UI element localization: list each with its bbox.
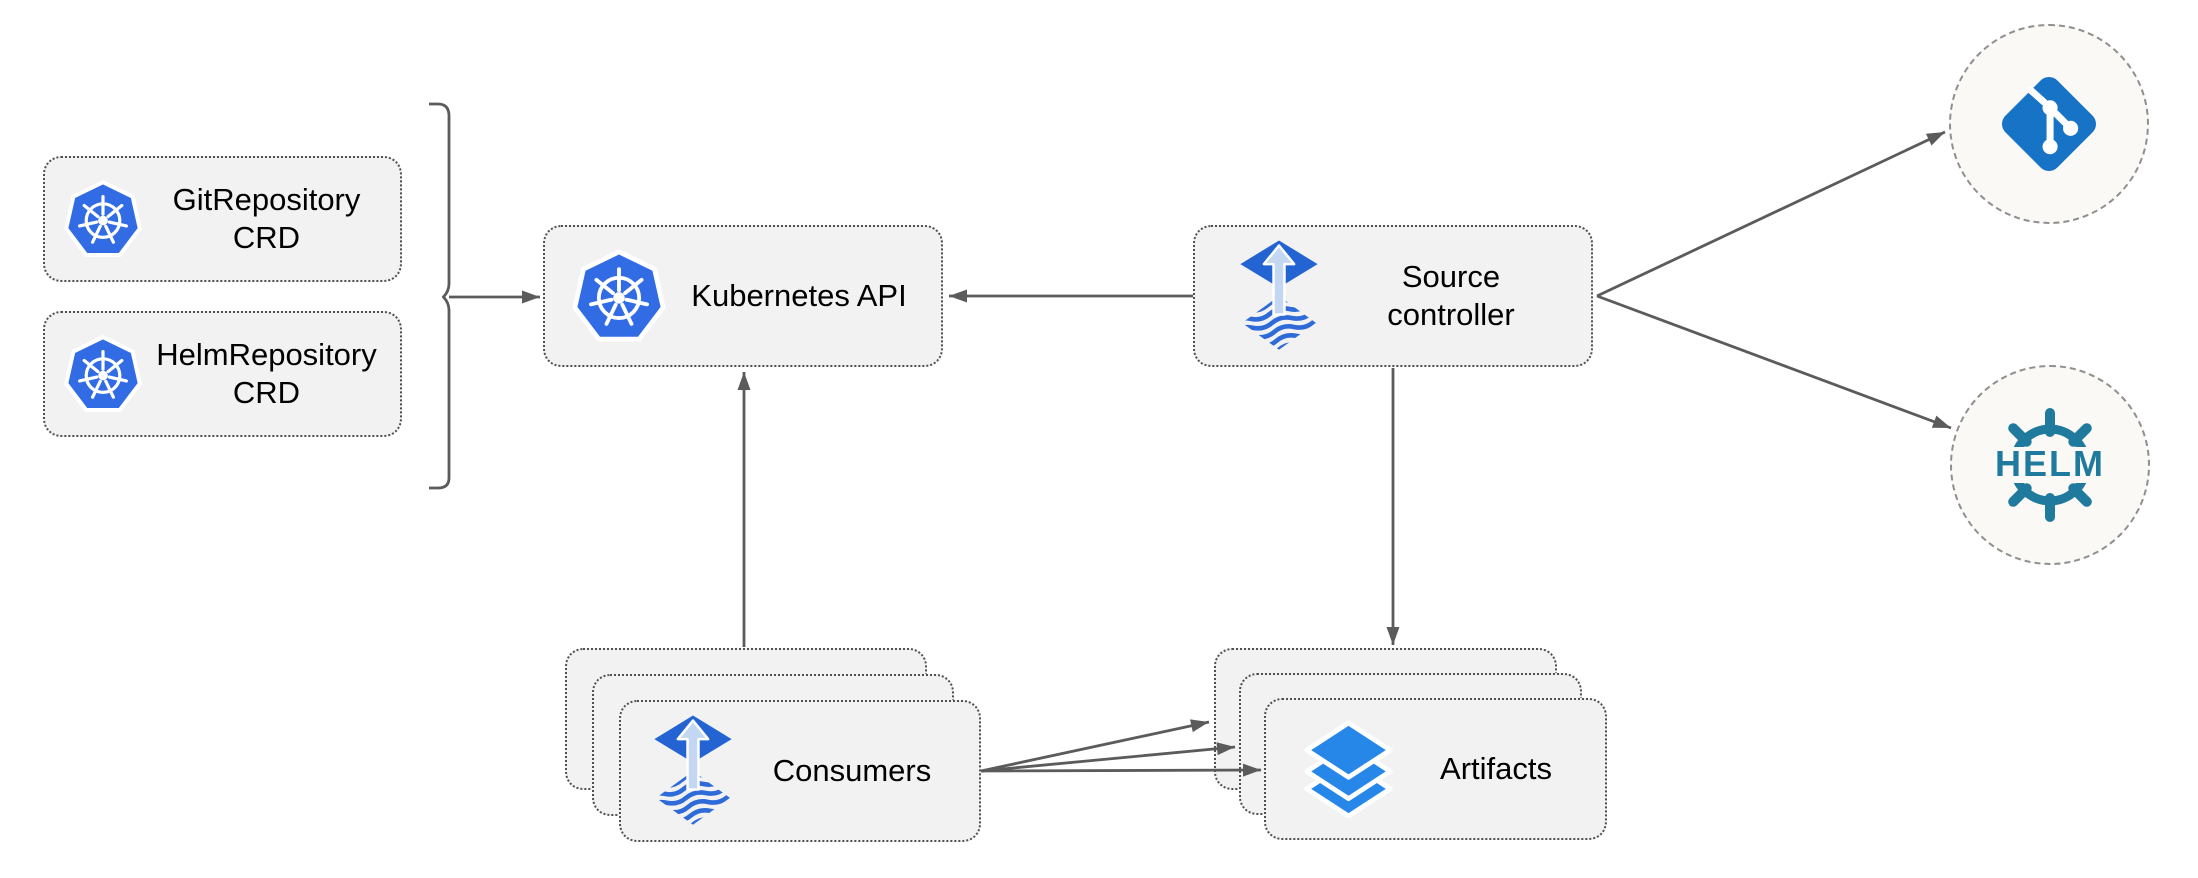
label-line: controller [1387,297,1515,332]
node-label: Source controller [1321,258,1591,334]
node-source-controller: Source controller [1193,225,1593,367]
node-helmrepository-crd: HelmRepository CRD [43,311,402,437]
node-kubernetes-api: Kubernetes API [543,225,943,367]
node-label: Consumers [735,752,979,790]
edge-consumers-to-artifacts-2 [980,742,1236,773]
node-label: GitRepository CRD [143,181,400,257]
label-line: HelmRepository [156,337,377,372]
node-consumers: Consumers [619,700,981,842]
crd-group-brace [429,102,451,490]
edge-source-to-helm [1596,294,1952,430]
label-line: CRD [232,375,301,410]
helm-label: HELM [1995,443,2105,484]
node-label: HelmRepository CRD [143,336,400,412]
layers-icon [1304,720,1393,818]
kubernetes-icon [64,335,142,412]
node-artifacts: Artifacts [1264,698,1607,840]
flux-source-icon [1240,240,1318,350]
label-line: Kubernetes API [691,278,907,313]
node-gitrepository-crd: GitRepository CRD [43,156,402,282]
node-label: Kubernetes API [667,277,941,315]
label-line: Artifacts [1440,751,1552,786]
node-git-provider [1949,24,2149,224]
label-line: CRD [232,220,301,255]
node-label: Artifacts [1397,750,1605,788]
label-line: GitRepository [172,182,361,217]
edge-source-to-git [1596,130,1946,298]
git-icon [2001,76,2097,172]
node-helm-provider: HELM [1950,365,2150,565]
label-line: Source [1401,259,1501,294]
edge-consumers-to-artifacts-1 [980,719,1210,773]
kubernetes-icon [572,249,666,342]
flux-source-icon [654,715,732,825]
helm-icon: HELM [1980,408,2120,522]
label-line: Consumers [772,753,932,788]
kubernetes-icon [64,180,142,257]
